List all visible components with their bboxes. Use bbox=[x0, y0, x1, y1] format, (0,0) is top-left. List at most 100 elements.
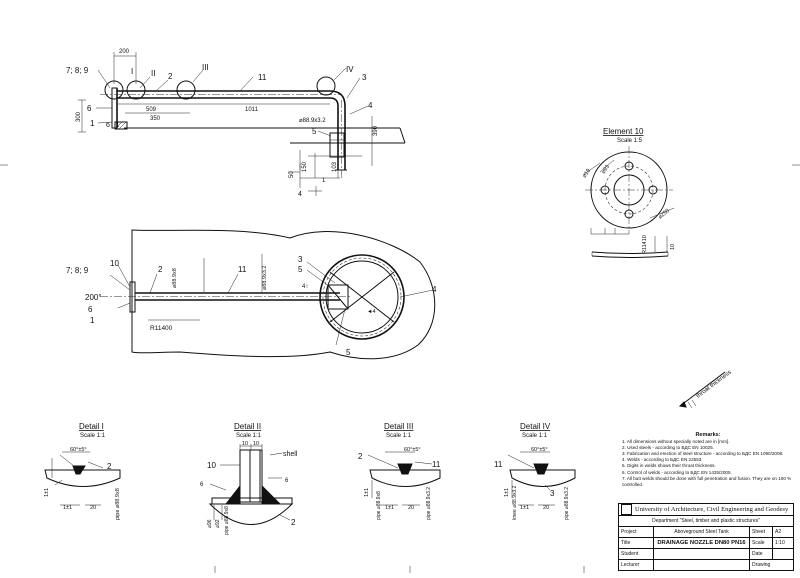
remark-item: 6. Control of welds - according to БДС E… bbox=[622, 469, 732, 475]
detail-II-title: Detail II bbox=[234, 422, 261, 431]
detail-I-scale: Scale 1:1 bbox=[80, 433, 106, 439]
detail-I-section bbox=[44, 469, 121, 487]
label-detail-I: I bbox=[131, 67, 133, 76]
lecturer-label: Lecturer bbox=[618, 559, 654, 571]
department-name: Department "Steel, timber and plastic st… bbox=[618, 515, 794, 527]
label-detail-II: II bbox=[151, 69, 155, 78]
plan-label-5: 5 bbox=[298, 265, 303, 274]
label-part-6: 6 bbox=[87, 104, 92, 113]
detail-IV-scale: Scale 1:1 bbox=[522, 433, 548, 439]
element10-dim-93: ⌀93 bbox=[601, 164, 611, 175]
element10-side-top bbox=[591, 251, 669, 254]
label-section-1b: 1 bbox=[116, 123, 120, 129]
detail-IV-section bbox=[509, 469, 576, 487]
label-part-3: 3 bbox=[362, 73, 367, 82]
detail-II-pipe-section bbox=[208, 503, 294, 525]
remark-item: 1. All dimensions without specially note… bbox=[622, 439, 730, 445]
detail-II-shell-plate bbox=[239, 449, 263, 503]
detail-III-angle: 60°±5° bbox=[404, 447, 421, 453]
detail-II-weld-6b: 6 bbox=[285, 478, 289, 484]
tank-circle-outer bbox=[319, 254, 405, 340]
plan-label-6: 6 bbox=[88, 305, 93, 314]
lecturer-value bbox=[653, 559, 750, 571]
element-10-view: Element 10 Scale 1:5 ⌀19 ⌀93 ⌀250 R11410… bbox=[582, 127, 676, 258]
detail-III-section bbox=[369, 469, 441, 487]
label-part-1: 1 bbox=[90, 119, 95, 128]
detail-II-weld-6: 6 bbox=[200, 482, 204, 488]
project-value: Aboveground Steel Tank bbox=[653, 526, 750, 538]
detail-I-dim-20: 20 bbox=[90, 505, 96, 511]
detail-II-shell-label: shell bbox=[283, 451, 298, 458]
label-detail-IV: IV bbox=[346, 65, 354, 74]
detail-III-title: Detail III bbox=[384, 422, 413, 431]
label-section-4: 4 bbox=[298, 191, 302, 198]
detail-III: Detail III Scale 1:1 2 11 60°±5° 1±1 1±1… bbox=[358, 422, 441, 520]
date-label: Date bbox=[749, 548, 773, 560]
dim-1011: 1011 bbox=[245, 107, 259, 113]
detail-II-part-2: 2 bbox=[291, 518, 296, 527]
plan-cut-4b: ◄4 bbox=[367, 309, 376, 315]
dim-103: 103 bbox=[332, 161, 338, 172]
label-part-4: 4 bbox=[368, 101, 373, 110]
detail-II-pipe: pipe ⌀88.9x8 bbox=[224, 506, 230, 535]
throat-thickness-note: throat thickness bbox=[678, 370, 733, 409]
element10-dim-250: ⌀250 bbox=[657, 208, 670, 221]
pipe-spec: ⌀88.9x3.2 bbox=[299, 118, 326, 124]
dim-350: 350 bbox=[150, 116, 161, 122]
detail-IV-gap-2: 1±1 bbox=[520, 505, 529, 511]
plan-cut-4: 4↑ bbox=[302, 284, 308, 290]
remark-item: 3. Fabrication and erection of steel str… bbox=[622, 451, 784, 457]
element10-radius: R11410 bbox=[642, 235, 648, 254]
detail-I-gap: 1±1 bbox=[44, 488, 50, 497]
detail-III-pipe-1: pipe ⌀88.9x8 bbox=[376, 491, 382, 520]
dim-509: 509 bbox=[146, 107, 157, 113]
plan-pipe-spec-2: ⌀88.9x3.2 bbox=[262, 266, 268, 290]
plan-label-10: 10 bbox=[110, 259, 119, 268]
plan-label-2: 2 bbox=[158, 265, 163, 274]
detail-IV-part-3: 3 bbox=[550, 489, 555, 498]
detail-IV-gap: 1±1 bbox=[504, 488, 510, 497]
plan-pipe-spec-1: ⌀88.9x8 bbox=[172, 268, 178, 288]
student-value bbox=[653, 548, 750, 560]
detail-IV-knee: knee ⌀88.9x3.2 bbox=[512, 485, 518, 520]
detail-III-gap-2: 1±1 bbox=[385, 505, 394, 511]
detail-I-angle: 60°±5° bbox=[70, 447, 87, 453]
detail-IV-title: Detail IV bbox=[520, 422, 551, 431]
detail-I-gap-2: 1±1 bbox=[63, 505, 72, 511]
detail-I-part-2: 2 bbox=[107, 462, 112, 471]
element10-thickness: 10 bbox=[670, 244, 676, 250]
scale-value: 1:10 bbox=[772, 537, 794, 549]
remarks-block: Remarks: 1. All dimensions without speci… bbox=[622, 432, 794, 488]
plan-label-11: 11 bbox=[238, 265, 247, 274]
detail-IV-circle bbox=[316, 76, 336, 96]
dim-300: 300 bbox=[76, 111, 82, 122]
detail-II-dia-96: ⌀96 bbox=[207, 519, 213, 528]
plan-label-200: 200° bbox=[85, 293, 102, 302]
drawing-label: Drawing bbox=[749, 559, 794, 571]
element10-dim-19: ⌀19 bbox=[582, 168, 592, 179]
detail-III-part-11: 11 bbox=[432, 460, 441, 469]
dim-390: 390 bbox=[373, 125, 379, 136]
student-label: Student bbox=[618, 548, 654, 560]
detail-I-title: Detail I bbox=[79, 422, 104, 431]
plan-break-outline bbox=[131, 229, 436, 360]
element10-side-bottom bbox=[591, 255, 669, 258]
detail-II-t1: 10 bbox=[242, 441, 248, 447]
detail-I: Detail I Scale 1:1 60°±5° 2 1±1 1±1 20 p… bbox=[44, 422, 121, 520]
dim-50: 50 bbox=[289, 171, 295, 178]
element10-scale: Scale 1:5 bbox=[617, 138, 643, 144]
throat-thickness-label: throat thickness bbox=[696, 370, 733, 400]
label-parts-789: 7; 8; 9 bbox=[66, 66, 89, 75]
detail-II-scale: Scale 1:1 bbox=[236, 433, 262, 439]
drawing-title: DRAINAGE NOZZLE DN80 PN16 bbox=[653, 537, 750, 549]
label-detail-III: III bbox=[202, 63, 209, 72]
detail-II: Detail II Scale 1:1 10 shell 10 10 6 6 2… bbox=[200, 422, 298, 535]
detail-IV-angle: 60°±5° bbox=[531, 447, 548, 453]
university-logo-icon bbox=[621, 504, 632, 515]
detail-II-dia-92: ⌀92 bbox=[215, 519, 221, 528]
label-section-6: 6 bbox=[106, 122, 110, 129]
plan-label-3: 3 bbox=[298, 255, 303, 264]
elevation-view: 200 509 1011 350 300 390 50 150 103 ⌀88.… bbox=[66, 49, 406, 198]
detail-II-t2: 10 bbox=[253, 441, 259, 447]
